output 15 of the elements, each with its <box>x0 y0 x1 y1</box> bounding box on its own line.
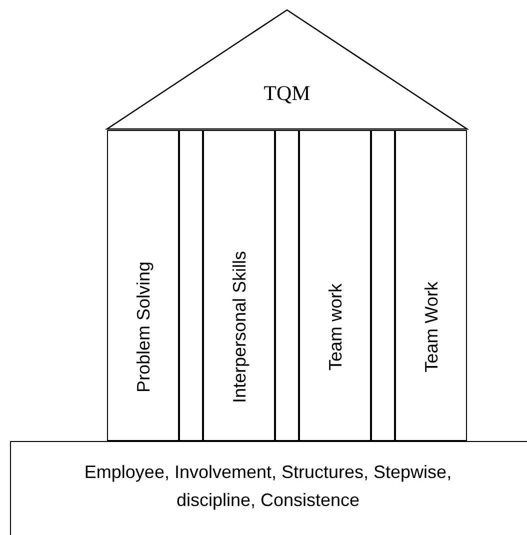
pillar-label: Team Work <box>422 282 442 372</box>
foundation-box <box>10 441 527 535</box>
pillar <box>203 130 275 441</box>
pillar-gap-box <box>179 130 203 441</box>
pillar <box>299 130 371 441</box>
roof-triangle <box>107 9 467 130</box>
roof-title: TQM <box>262 81 312 106</box>
pillar <box>107 130 179 441</box>
pillar-label: Team work <box>326 283 346 371</box>
pillar-gap-box <box>371 130 395 441</box>
pillar-gap-box <box>275 130 299 441</box>
pillar <box>395 130 467 441</box>
foundation-text: Employee, Involvement, Structures, Stepwise, discipline, Consistence <box>83 461 453 512</box>
pillar-label: Interpersonal Skills <box>230 250 250 404</box>
pillar-label: Problem Solving <box>134 261 154 393</box>
